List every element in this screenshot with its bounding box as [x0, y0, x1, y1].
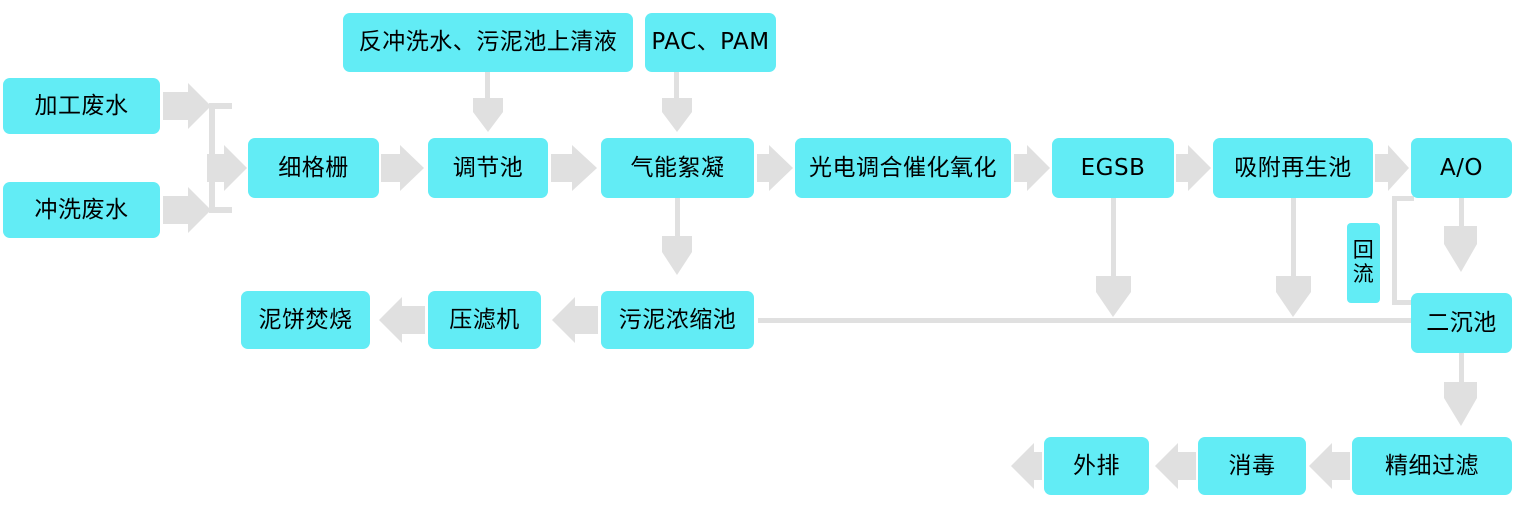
node-label: 吸附再生池 — [1234, 154, 1352, 181]
node-fine-screen[interactable]: 细格栅 — [248, 138, 379, 198]
node-photoelectric-oxidation[interactable]: 光电调合催化氧化 — [795, 138, 1011, 198]
arrow-clarifier-to-filtration — [1444, 382, 1477, 426]
node-label: A/O — [1439, 154, 1484, 181]
node-discharge[interactable]: 外排 — [1044, 437, 1149, 495]
node-rinse-wastewater[interactable]: 冲洗废水 — [3, 182, 160, 238]
line-backwash-down — [485, 72, 490, 102]
line-ao-down — [1459, 198, 1464, 230]
merge-bracket-bottom — [209, 207, 232, 213]
node-fine-filtration[interactable]: 精细过滤 — [1352, 437, 1512, 495]
node-air-flocculation[interactable]: 气能絮凝 — [601, 138, 754, 198]
line-egsb-down — [1111, 198, 1116, 280]
node-sludge-thickener[interactable]: 污泥浓缩池 — [601, 291, 754, 349]
arrow-egsb-to-adsorption — [1176, 145, 1211, 191]
arrow-flocculation-to-thickener — [662, 236, 692, 275]
merge-bracket-top — [209, 103, 232, 109]
arrow-fine-screen-to-equalization — [381, 145, 424, 191]
node-label: 调节池 — [452, 154, 524, 181]
node-secondary-clarifier[interactable]: 二沉池 — [1411, 293, 1512, 353]
line-pac-down — [674, 72, 679, 102]
arrow-processing-wastewater — [163, 83, 211, 129]
node-label: 泥饼焚烧 — [258, 306, 353, 333]
node-processing-wastewater[interactable]: 加工废水 — [3, 78, 160, 134]
node-label: 光电调合催化氧化 — [809, 154, 997, 181]
node-backwash-supernatant[interactable]: 反冲洗水、污泥池上清液 — [343, 13, 633, 72]
node-filter-press[interactable]: 压滤机 — [428, 291, 541, 349]
arrow-press-to-incineration — [379, 297, 425, 343]
reflux-line-top — [1392, 196, 1414, 201]
line-clarifier-to-thickener — [758, 318, 1412, 323]
arrow-flocculation-to-oxidation — [757, 145, 793, 191]
node-label: EGSB — [1080, 154, 1146, 181]
arrow-ao-to-clarifier — [1444, 226, 1477, 272]
node-adsorption-regeneration-tank[interactable]: 吸附再生池 — [1213, 138, 1373, 198]
arrow-thickener-to-press — [552, 297, 598, 343]
arrow-oxidation-to-egsb — [1014, 145, 1050, 191]
node-label: 污泥浓缩池 — [618, 306, 737, 333]
node-label: 细格栅 — [278, 154, 349, 181]
arrow-adsorption-to-sludge-line — [1276, 276, 1311, 317]
node-label: 回流 — [1352, 238, 1375, 286]
arrow-rinse-wastewater — [163, 187, 211, 233]
node-label: 精细过滤 — [1385, 452, 1479, 479]
arrow-backwash-to-equalization — [473, 98, 503, 132]
arrow-equalization-to-flocculation — [551, 145, 597, 191]
arrow-egsb-to-sludge-line — [1096, 276, 1131, 317]
node-disinfection[interactable]: 消毒 — [1198, 437, 1306, 495]
node-cake-incineration[interactable]: 泥饼焚烧 — [241, 291, 370, 349]
arrow-filtration-to-disinfection — [1309, 443, 1350, 489]
arrow-into-fine-screen — [207, 145, 247, 191]
line-flocculation-down — [675, 198, 680, 240]
node-ao[interactable]: A/O — [1411, 138, 1512, 198]
node-equalization-tank[interactable]: 调节池 — [428, 138, 548, 198]
node-reflux[interactable]: 回流 — [1347, 223, 1380, 303]
node-pac-pam[interactable]: PAC、PAM — [645, 13, 776, 72]
node-label: PAC、PAM — [651, 29, 770, 56]
node-label: 外排 — [1073, 452, 1120, 479]
arrow-adsorption-to-ao — [1375, 145, 1409, 191]
node-label: 加工废水 — [34, 92, 129, 119]
arrow-disinfection-to-discharge — [1155, 443, 1196, 489]
node-label: 消毒 — [1228, 452, 1276, 479]
line-clarifier-down — [1459, 353, 1464, 385]
node-label: 气能絮凝 — [630, 154, 725, 181]
reflux-line-vertical — [1392, 196, 1397, 305]
arrow-discharge-out — [1011, 443, 1042, 489]
node-label: 冲洗废水 — [34, 196, 129, 223]
reflux-line-bottom — [1392, 300, 1414, 305]
arrow-pac-to-flocculation — [662, 98, 692, 132]
node-egsb[interactable]: EGSB — [1052, 138, 1174, 198]
node-label: 二沉池 — [1426, 309, 1497, 336]
node-label: 压滤机 — [449, 306, 520, 333]
node-label: 反冲洗水、污泥池上清液 — [358, 29, 618, 56]
line-adsorption-down — [1291, 198, 1296, 280]
